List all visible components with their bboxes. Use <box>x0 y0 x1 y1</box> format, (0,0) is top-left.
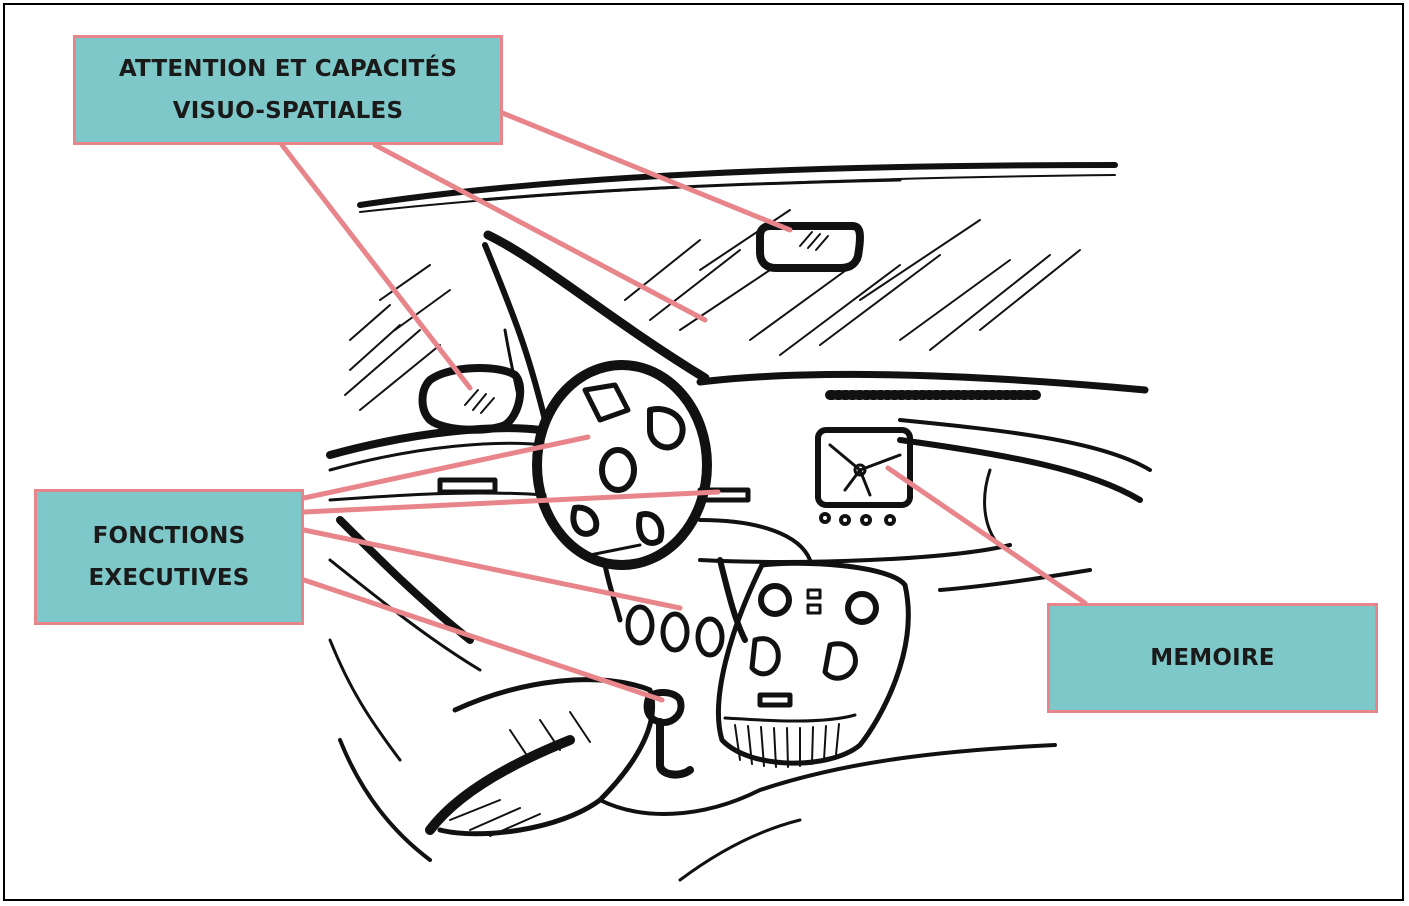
connector-attention-windshield <box>375 145 705 320</box>
label-fonctions-line1: FONCTIONS <box>93 515 246 557</box>
label-attention-line1: ATTENTION ET CAPACITÉS <box>119 48 457 90</box>
dashboard-top <box>700 374 1145 390</box>
gps-buttons <box>821 514 894 524</box>
label-attention-visuospatial: ATTENTION ET CAPACITÉS VISUO-SPATIALES <box>73 35 503 145</box>
connector-fonctions-stalk <box>304 492 718 512</box>
a-pillar <box>488 235 705 378</box>
label-memory: MEMOIRE <box>1047 603 1378 713</box>
console-vent-grille <box>735 724 839 767</box>
connector-fonctions-gear <box>304 580 662 700</box>
label-attention-line2: VISUO-SPATIALES <box>173 90 403 132</box>
switch-row <box>628 607 722 655</box>
door-handle <box>440 480 495 492</box>
side-window-hatching <box>345 265 450 410</box>
console-knob-right <box>848 594 876 622</box>
label-memoire-text: MEMOIRE <box>1150 637 1274 679</box>
steering-wheel-spoke-top <box>585 385 628 420</box>
label-fonctions-line2: EXECUTIVES <box>88 557 249 599</box>
windshield-hatching <box>625 210 1080 355</box>
console-knob-left <box>761 586 789 614</box>
label-executive-functions: FONCTIONS EXECUTIVES <box>34 489 304 625</box>
